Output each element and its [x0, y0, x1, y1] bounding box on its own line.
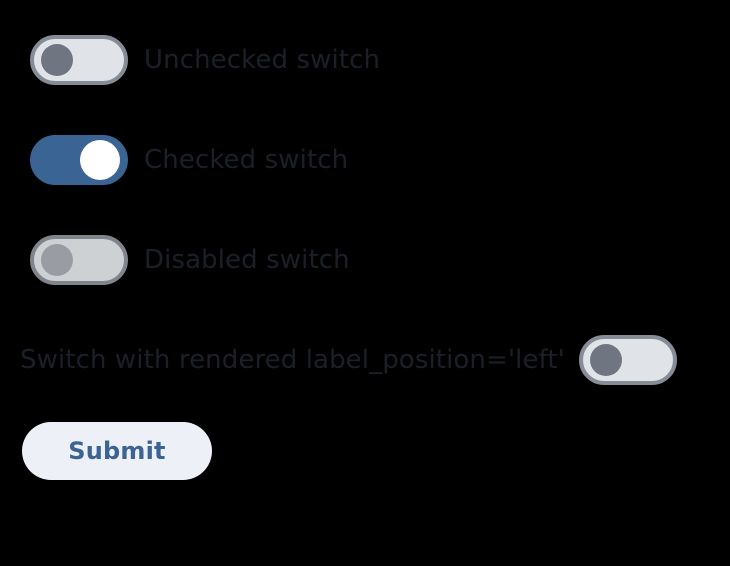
switch-thumb-icon: [589, 344, 622, 376]
switch-thumb-icon: [80, 140, 120, 180]
disabled-switch-toggle: [30, 235, 128, 285]
switch-thumb-icon: [41, 244, 73, 276]
switch-row-checked: Checked switch: [30, 135, 348, 185]
submit-button[interactable]: Submit: [22, 422, 212, 480]
switch-row-unchecked: Unchecked switch: [30, 35, 380, 85]
label-left-switch-label: Switch with rendered label_position='lef…: [20, 345, 565, 375]
switch-row-label-left: Switch with rendered label_position='lef…: [20, 335, 677, 385]
unchecked-switch-toggle[interactable]: [30, 35, 128, 85]
switch-thumb-icon: [41, 44, 73, 76]
checked-switch-label: Checked switch: [144, 145, 349, 175]
checked-switch-toggle[interactable]: [30, 135, 128, 185]
switch-row-disabled: Disabled switch: [30, 235, 350, 285]
label-left-switch-toggle[interactable]: [578, 335, 677, 385]
unchecked-switch-label: Unchecked switch: [144, 45, 381, 75]
disabled-switch-label: Disabled switch: [144, 245, 350, 275]
